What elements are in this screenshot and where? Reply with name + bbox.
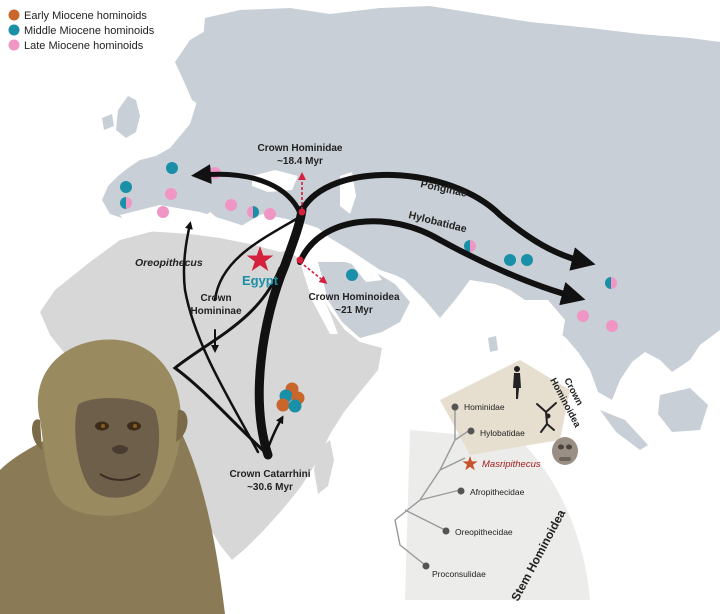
node-oreopithecidae: [442, 527, 450, 535]
arrow-europe: [191, 164, 303, 216]
scandinavia-land: [175, 24, 248, 108]
label-crown-homininae-1: Crown: [200, 293, 231, 304]
label-oreopithecus: Oreopithecus: [135, 257, 203, 269]
ireland-land: [102, 114, 114, 130]
label-crown-hominoidea: Crown Hominoidea: [308, 292, 400, 303]
legend-label-late: Late Miocene hominoids: [24, 40, 144, 52]
persian-gulf: [350, 262, 382, 282]
stem-hominoidea-wedge: [405, 430, 590, 600]
fossil-sites: [120, 162, 618, 535]
site-dot-middle: [346, 269, 358, 281]
site-dot-early: [276, 398, 290, 412]
label-egypt: Egypt: [242, 273, 279, 288]
legend-swatch-middle: [8, 24, 20, 36]
site-dot-late: [225, 199, 237, 211]
red-sea: [300, 262, 338, 334]
arrow-ponginae: [299, 172, 596, 271]
site-dot-middle: [521, 254, 533, 266]
site-dot-middle: [120, 181, 132, 193]
sumatra-land: [600, 410, 648, 450]
tree-branches: [394, 408, 471, 566]
taxon-afropithecidae: Afropithecidae: [470, 487, 525, 497]
label-crown-catarrhini-age: ~30.6 Myr: [247, 482, 293, 493]
ape-nose: [112, 445, 128, 454]
label-crown-homininae-2: Homininae: [190, 306, 242, 317]
sri-lanka-land: [488, 336, 498, 352]
arrow-crown-homininae: [213, 216, 300, 302]
site-dot-middle-late: [120, 197, 132, 209]
arrow-crown-catarrhini-trunk: [254, 205, 307, 460]
site-dot-middle: [288, 399, 302, 413]
node-crown-hominoidea: [296, 256, 304, 264]
site-dot-middle-late: [247, 206, 259, 218]
arabia-land: [318, 262, 410, 338]
node-hominidae: [451, 403, 459, 411]
label-crown-hominidae-age: ~18.4 Myr: [277, 156, 323, 167]
africa-land: [40, 226, 382, 560]
taxon-masripithecus: Masripithecus: [482, 459, 541, 470]
bay-of-bengal: [520, 300, 565, 350]
egypt-star-icon: [246, 246, 274, 271]
dispersal-arrows: [172, 164, 596, 460]
legend-swatch-late: [8, 39, 20, 51]
site-dot-late: [157, 206, 169, 218]
tree-tip-nodes: [422, 403, 475, 570]
node-proconsulidae: [422, 562, 430, 570]
taxon-oreopithecidae: Oreopithecidae: [455, 527, 513, 537]
label-crown-catarrhini: Crown Catarrhini: [229, 469, 310, 480]
arrow-hylobatidae: [297, 218, 586, 306]
ape-ear-right: [176, 409, 188, 442]
site-dot-middle-late: [605, 277, 617, 289]
borneo-land: [658, 388, 708, 432]
dotted-arrow-crown-hominoidea: [299, 261, 328, 284]
ape-mouth: [99, 473, 141, 481]
node-arrows: [298, 172, 328, 284]
masripithecus-star-icon: [462, 456, 478, 471]
legend-swatch-early: [8, 9, 20, 21]
legend: Early Miocene hominoids Middle Miocene h…: [8, 9, 155, 52]
gibbon-silhouette-icon: [536, 402, 557, 433]
japan-land: [700, 140, 720, 210]
site-dot-late: [165, 188, 177, 200]
arrow-africa-branch: [172, 266, 282, 457]
label-crown-hominidae: Crown Hominidae: [257, 143, 342, 154]
arrow-oreopithecus: [182, 221, 260, 454]
taxon-proconsulidae: Proconsulidae: [432, 569, 486, 579]
site-dot-late: [606, 320, 618, 332]
masripithecus-skull-icon: [552, 437, 578, 465]
site-dot-middle-late: [464, 240, 476, 252]
phylogeny-inset: Hominidae Hylobatidae Masripithecus Afro…: [394, 360, 590, 603]
madagascar-land: [314, 440, 334, 494]
ape-reconstruction-illustration: [0, 339, 225, 614]
legend-label-early: Early Miocene hominoids: [24, 10, 147, 22]
arrow-east-africa: [266, 415, 284, 450]
black-sea: [252, 170, 298, 192]
site-dot-middle: [166, 162, 178, 174]
label-crown-hominoidea-age: ~21 Myr: [335, 305, 373, 316]
taxon-hylobatidae: Hylobatidae: [480, 428, 525, 438]
ape-ear: [32, 419, 42, 450]
node-crown-hominidae: [298, 208, 306, 216]
britain-land: [116, 96, 140, 138]
site-dot-late: [264, 208, 276, 220]
legend-label-middle: Middle Miocene hominoids: [24, 25, 155, 37]
site-dot-middle: [504, 254, 516, 266]
site-dot-late: [577, 310, 589, 322]
taxon-hominidae: Hominidae: [464, 402, 505, 412]
node-afropithecidae: [457, 487, 465, 495]
human-silhouette-icon: [513, 366, 521, 399]
node-hylobatidae: [467, 427, 475, 435]
